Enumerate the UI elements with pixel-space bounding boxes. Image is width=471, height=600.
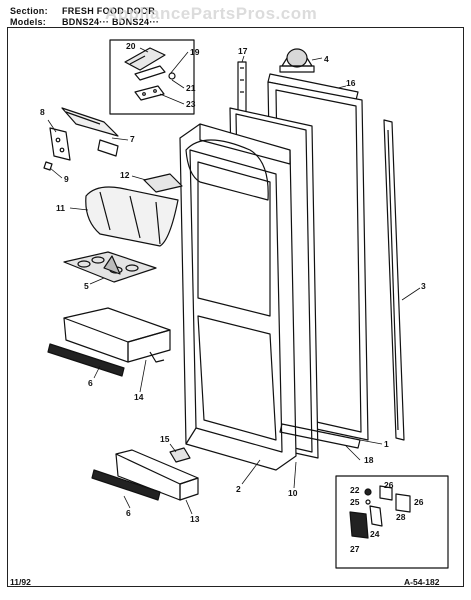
callout-12: 12 <box>120 170 130 180</box>
screw-part <box>43 161 53 171</box>
callout-10: 10 <box>288 488 298 498</box>
callout-9: 9 <box>64 174 69 184</box>
hinge-inset-box <box>109 39 195 115</box>
callout-6: 6 <box>88 378 93 388</box>
callout-4: 4 <box>324 54 329 64</box>
bin-trim-strip <box>47 343 125 377</box>
callout-3: 3 <box>421 281 426 291</box>
callout-26b: 26 <box>414 497 424 507</box>
section-label: Section: <box>10 6 48 16</box>
callout-1: 1 <box>384 439 389 449</box>
models-value: BDNS24··· BDNS24··· <box>62 17 160 27</box>
door-stop-parts <box>349 485 411 539</box>
knob-part <box>279 48 315 73</box>
callout-15: 15 <box>160 434 170 444</box>
door-shelf-bin <box>63 307 171 363</box>
callout-6b: 6 <box>126 508 131 518</box>
leader-lines <box>47 47 421 515</box>
callout-19: 19 <box>190 47 200 57</box>
bottom-trim-strip <box>91 469 161 501</box>
callout-13: 13 <box>190 514 200 524</box>
callout-14: 14 <box>134 392 144 402</box>
bottom-shelf-bin <box>115 447 199 501</box>
callout-24: 24 <box>370 529 380 539</box>
models-label: Models: <box>10 17 47 27</box>
section-value: FRESH FOOD DOOR <box>62 6 156 16</box>
callout-11: 11 <box>56 203 65 213</box>
footer-code: A-54-182 <box>404 577 440 587</box>
diagram-frame <box>7 27 464 587</box>
callout-17: 17 <box>238 46 248 56</box>
dairy-compartment-door <box>85 186 179 247</box>
hinge-cap-part <box>124 47 176 101</box>
door-hinge-part <box>49 107 119 161</box>
callout-20: 20 <box>126 41 136 51</box>
watermark: AppliancePartsPros.com <box>105 4 318 23</box>
callout-21: 21 <box>186 83 196 93</box>
egg-tray <box>63 251 157 283</box>
callout-5: 5 <box>84 281 89 291</box>
callout-8: 8 <box>40 107 45 117</box>
bottom-cap-part <box>279 423 361 449</box>
callout-25: 25 <box>350 497 360 507</box>
callout-16: 16 <box>346 78 356 88</box>
stop-inset-box <box>335 475 449 569</box>
side-strip <box>383 119 405 441</box>
callout-26: 26 <box>384 480 394 490</box>
callout-22: 22 <box>350 485 360 495</box>
callout-2: 2 <box>236 484 241 494</box>
callout-7: 7 <box>130 134 135 144</box>
callout-23: 23 <box>186 99 196 109</box>
callout-18: 18 <box>364 455 374 465</box>
footer-date: 11/92 <box>10 577 31 587</box>
callout-27: 27 <box>350 544 360 554</box>
callout-labels: 1 2 3 4 5 6 6 7 8 9 10 11 12 13 14 15 16… <box>40 41 426 554</box>
models-row: Models: BDNS24··· BDNS24··· <box>10 17 159 27</box>
section-row: Section: FRESH FOOD DOOR <box>10 6 155 16</box>
callout-28: 28 <box>396 512 406 522</box>
clip-part <box>143 173 183 193</box>
